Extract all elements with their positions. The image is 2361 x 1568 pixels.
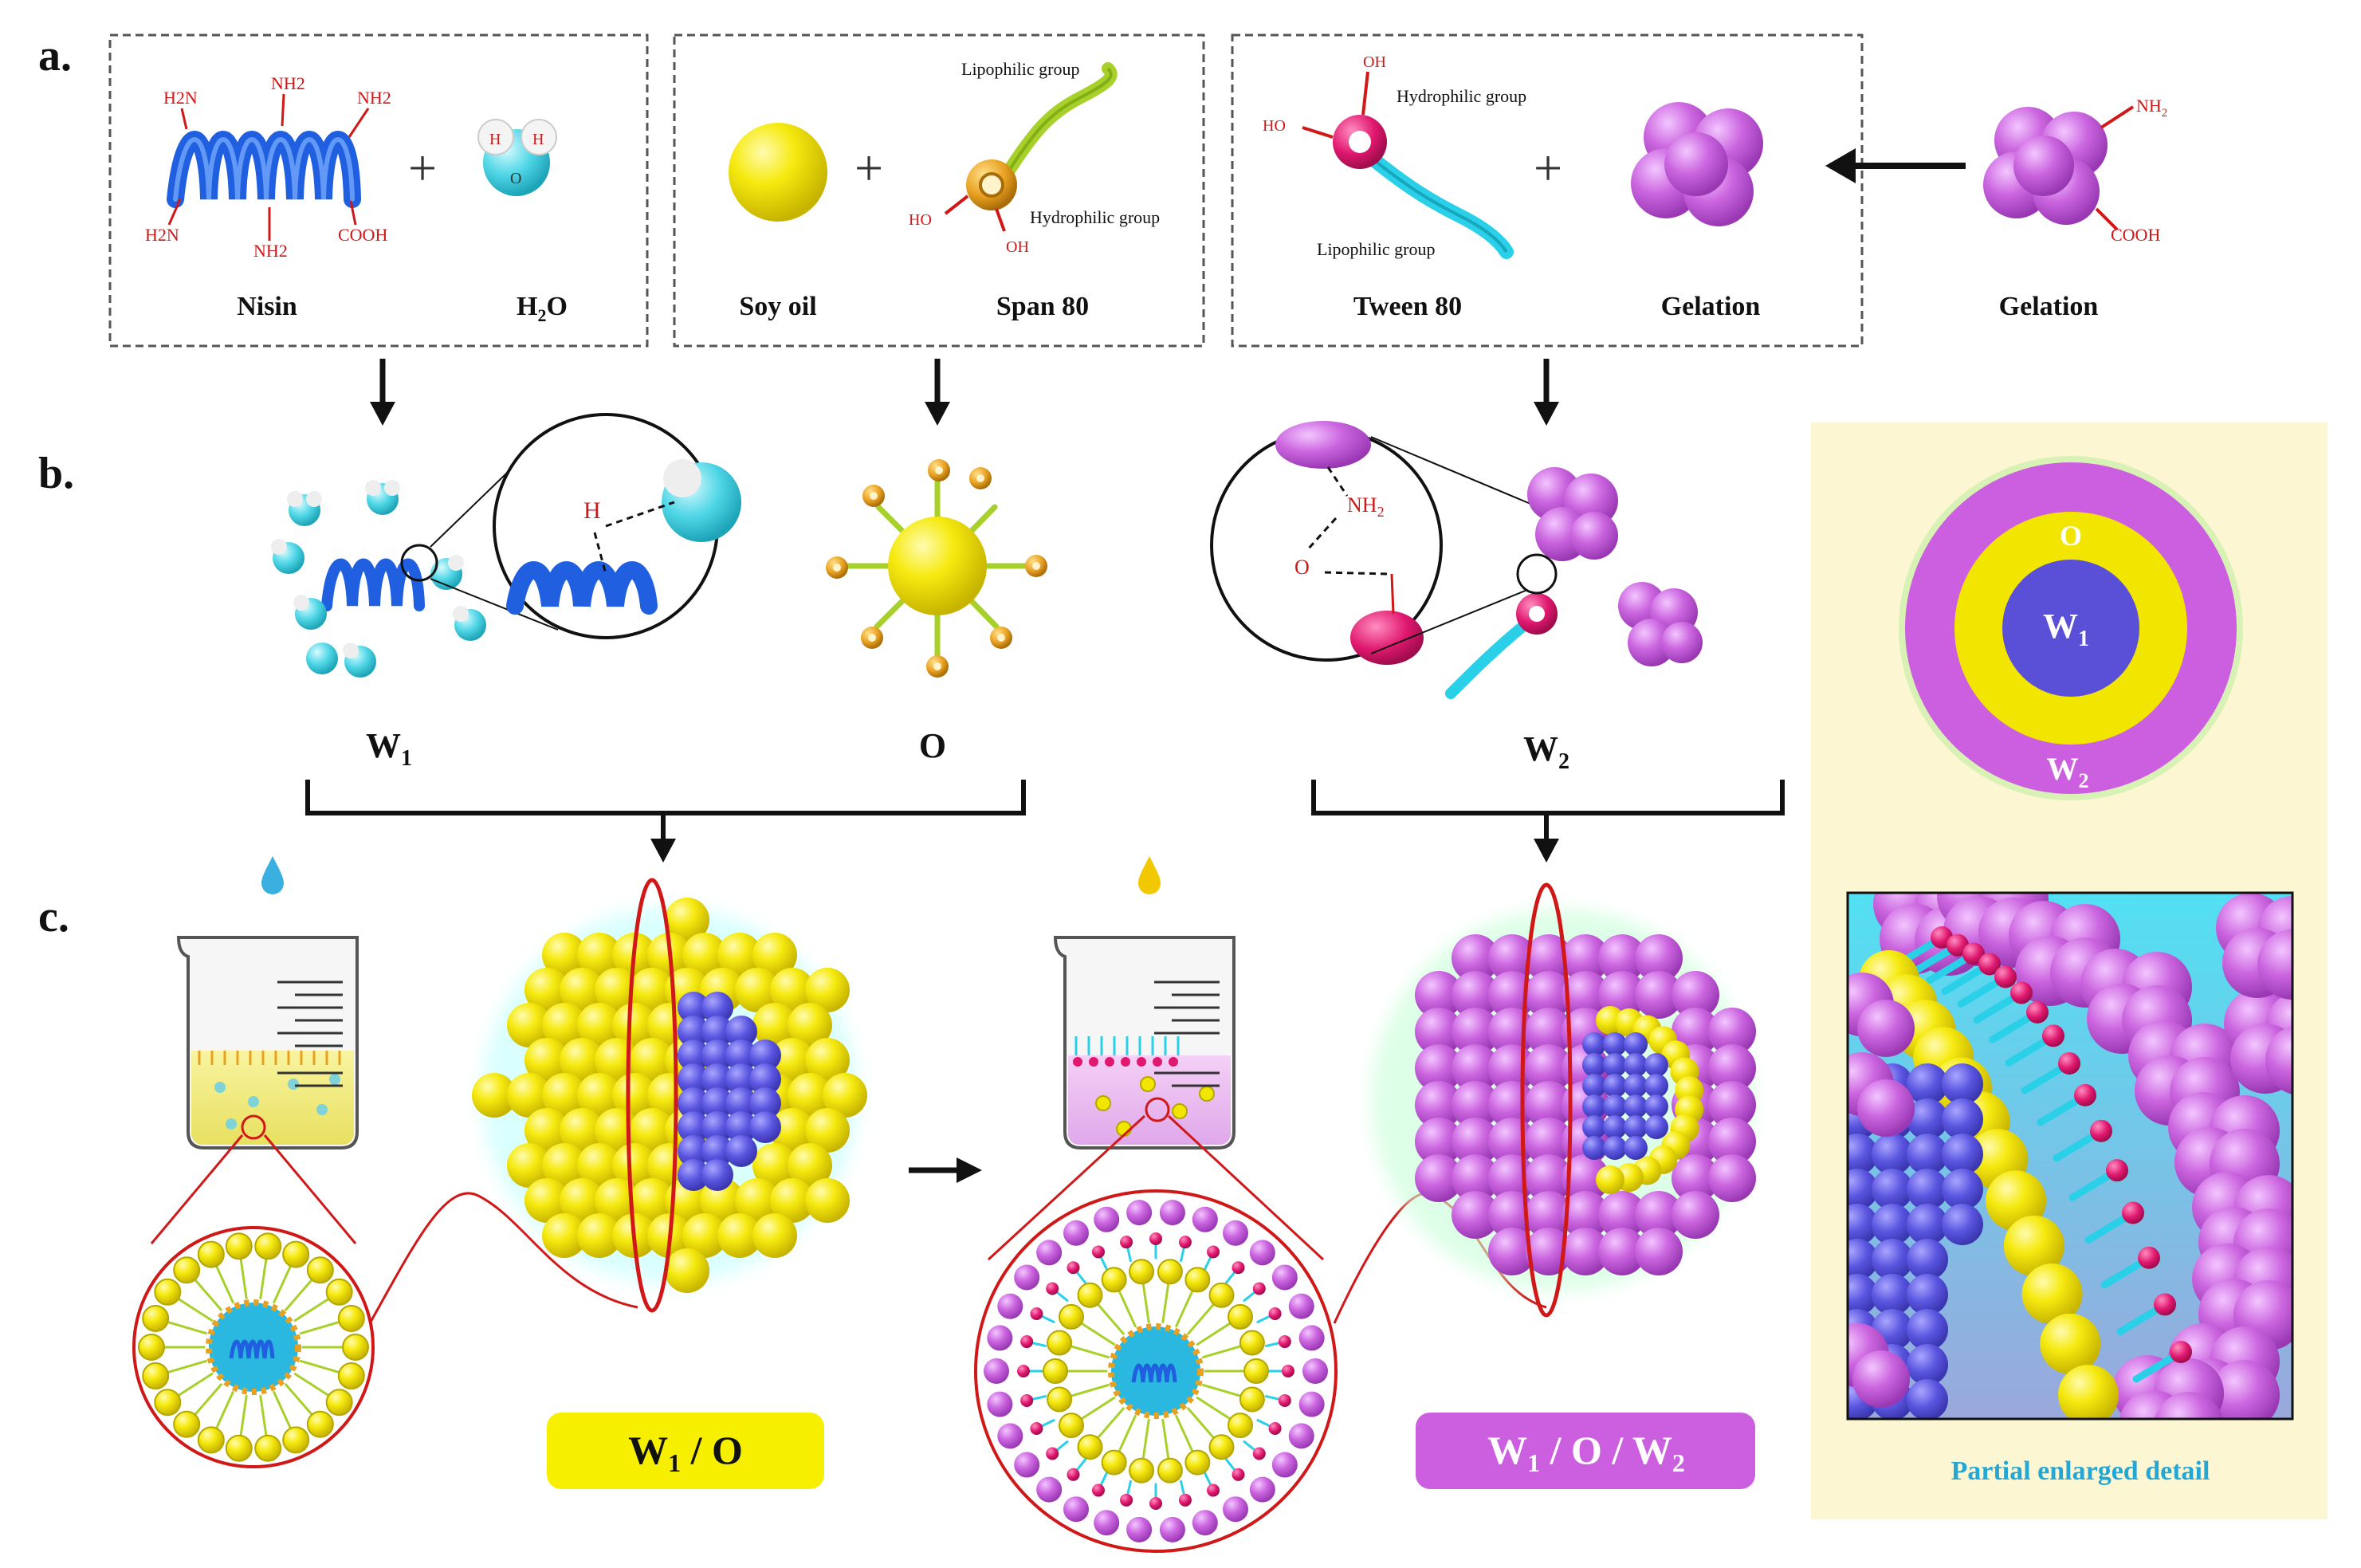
water-drop-icon [261, 856, 284, 894]
panel-label-a: a. [38, 31, 72, 81]
water-molecule-icon: H H O [477, 119, 557, 196]
group-nh2-right: NH2 [357, 88, 391, 108]
tween80-oh: OH [1363, 53, 1386, 71]
span80-ho: HO [909, 211, 932, 229]
bracket-w1-o [305, 780, 1026, 815]
plus-sign-1: + [408, 140, 437, 196]
span80-hydrophilic-label: Hydrophilic group [1030, 207, 1160, 227]
plus-sign-2: + [854, 140, 883, 196]
w2-tween-gel-icon [1445, 467, 1703, 699]
concentric-structure-icon [1899, 456, 2243, 800]
label-tween80: Tween 80 [1353, 292, 1462, 321]
tween80-hydrophilic-label: Hydrophilic group [1397, 86, 1526, 106]
nisin-groups: H2N NH2 NH2 H2N NH2 COOH [145, 73, 391, 261]
beaker-w1o-icon [176, 936, 359, 1149]
span80-lipophilic-label: Lipophilic group [961, 59, 1079, 79]
nisin-helix-icon [167, 131, 361, 208]
label-w2: W2 [1523, 729, 1569, 774]
label-box-w1o [547, 1413, 824, 1489]
label-gelation-box: Gelation [1661, 292, 1761, 321]
ring-label-w1: W1 [2043, 607, 2089, 651]
tween80-lipophilic-label: Lipophilic group [1317, 239, 1435, 259]
span80-oh: OH [1006, 238, 1029, 256]
soy-oil-droplet-icon [729, 123, 827, 222]
gelation-cooh: COOH [2111, 225, 2160, 245]
label-box-w1ow2 [1416, 1413, 1755, 1489]
water-h-left: H [489, 131, 501, 148]
label-span80: Span 80 [996, 292, 1089, 321]
panel-label-b: b. [38, 449, 74, 498]
w1o-sphere-icon [472, 878, 867, 1313]
label-w1o: W1 / O [628, 1428, 743, 1477]
oil-drop-icon [1138, 856, 1161, 894]
partial-enlarged-detail-icon [1846, 891, 2294, 1421]
w2-zoom-icon [1210, 421, 1531, 665]
group-nh2-top: NH2 [271, 73, 305, 93]
label-w1: W1 [366, 726, 412, 771]
plus-sign-3: + [1534, 140, 1562, 196]
beaker-w1ow2-icon [1053, 936, 1235, 1149]
zoom-o-label: O [1294, 556, 1310, 579]
label-nisin: Nisin [237, 292, 297, 321]
w1-nisin-water-icon [271, 480, 486, 678]
label-h2o: H2O [517, 292, 568, 325]
ring-label-o: O [2060, 520, 2082, 552]
gelation-outside-icon [1983, 105, 2135, 231]
w1o-cross-section-icon [132, 1226, 375, 1468]
w1ow2-cross-section-icon [974, 1189, 1338, 1553]
group-nh2-bottom: NH2 [253, 241, 288, 261]
panel-label-c: c. [38, 892, 69, 941]
label-w1ow2: W1 / O / W2 [1487, 1428, 1685, 1477]
tween80-ho: HO [1263, 117, 1286, 135]
w1ow2-sphere-icon [1371, 882, 1756, 1318]
gelation-cluster-icon [1631, 102, 1763, 226]
caption-partial-detail: Partial enlarged detail [1951, 1456, 2210, 1486]
gelation-nh2: NH2 [2136, 96, 2167, 120]
zoom-h-label: H [583, 497, 601, 524]
group-cooh: COOH [338, 225, 387, 245]
box-nisin-water [108, 33, 649, 348]
ring-label-w2: W2 [2047, 751, 2089, 792]
label-gelation-outside: Gelation [1999, 292, 2099, 321]
box-oil-span [673, 33, 1205, 348]
o-oil-span-icon [826, 459, 1047, 678]
group-h2n-bottom: H2N [145, 225, 179, 245]
bracket-w2 [1311, 780, 1785, 815]
water-h-right: H [532, 131, 544, 148]
w1-zoom-icon [430, 413, 741, 639]
label-o: O [919, 726, 946, 765]
span80-molecule-icon [944, 62, 1118, 232]
box-tween-gelation [1231, 33, 1864, 348]
label-soy-oil: Soy oil [739, 292, 816, 321]
tween80-molecule-icon [1302, 71, 1514, 259]
water-o: O [510, 170, 521, 187]
group-h2n-top: H2N [163, 88, 198, 108]
zoom-nh2-label: NH2 [1347, 493, 1385, 520]
